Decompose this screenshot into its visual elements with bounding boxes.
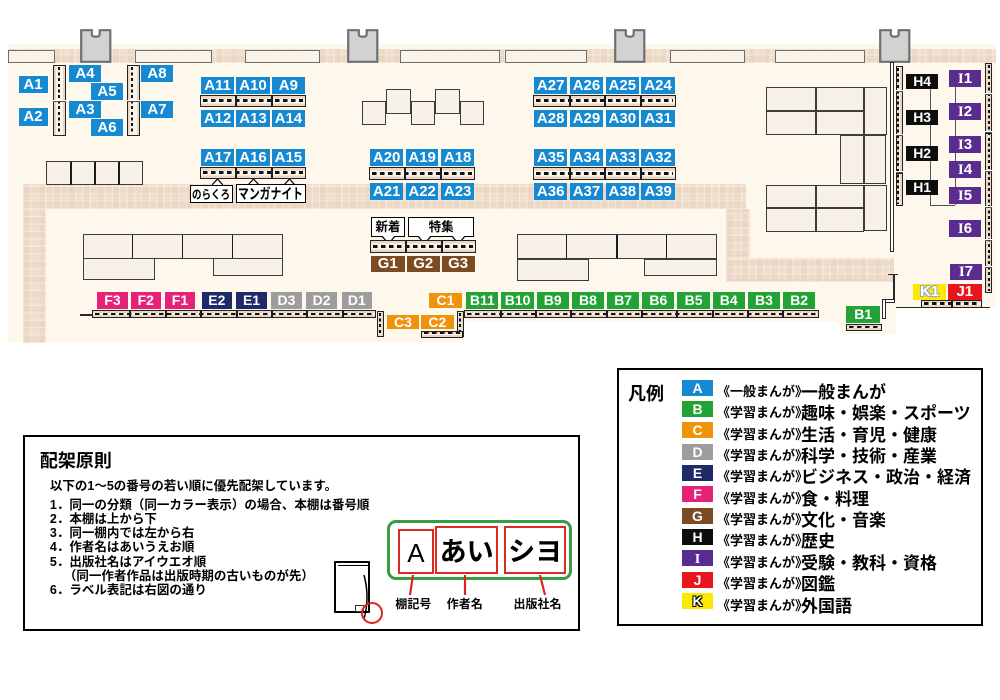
- svg-text:のらくろ: のらくろ: [192, 188, 230, 202]
- svg-text:マンガナイト: マンガナイト: [238, 186, 303, 203]
